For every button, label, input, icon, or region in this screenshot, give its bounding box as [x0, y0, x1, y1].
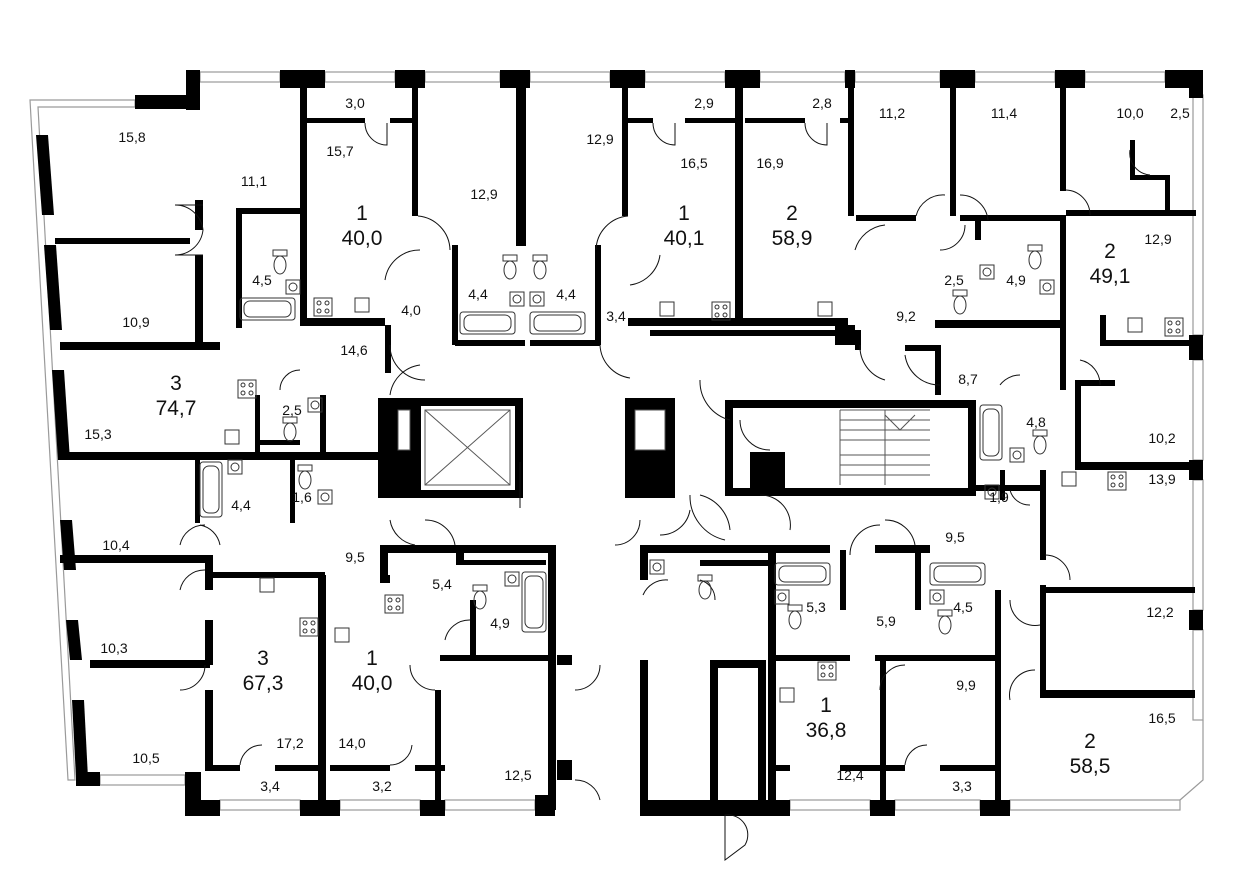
- walls: [36, 70, 1203, 816]
- room-area: 16,5: [680, 155, 707, 171]
- room-area: 1,6: [292, 489, 312, 505]
- apartment-area: 58,5: [1070, 755, 1111, 778]
- room-area: 3,3: [952, 778, 972, 794]
- room-area: 9,5: [345, 549, 365, 565]
- apartment-rooms: 1: [678, 202, 690, 225]
- room-area: 12,9: [586, 131, 613, 147]
- room-area: 10,9: [122, 314, 149, 330]
- apartment-rooms: 1: [820, 694, 832, 717]
- room-area: 3,4: [260, 778, 280, 794]
- room-area: 10,5: [132, 750, 159, 766]
- apartment-area: 49,1: [1090, 265, 1131, 288]
- room-area: 16,5: [1148, 710, 1175, 726]
- fixtures: [199, 244, 1184, 703]
- room-area: 12,5: [504, 767, 531, 783]
- apartment-rooms: 1: [366, 647, 378, 670]
- room-area: 4,4: [231, 497, 251, 513]
- apartment-rooms: 2: [1084, 730, 1096, 753]
- room-area: 4,4: [556, 286, 576, 302]
- room-area: 5,9: [876, 613, 896, 629]
- apartment-area: 40,1: [664, 227, 705, 250]
- apartment-area: 67,3: [243, 672, 284, 695]
- room-area: 4,5: [252, 272, 272, 288]
- door-swings: [174, 122, 1151, 861]
- room-area: 13,9: [1148, 471, 1175, 487]
- room-area: 14,6: [340, 342, 367, 358]
- room-area: 1,9: [989, 489, 1009, 505]
- room-area: 9,9: [956, 677, 976, 693]
- room-area: 9,2: [896, 308, 916, 324]
- room-area: 10,3: [100, 640, 127, 656]
- room-area: 9,5: [945, 529, 965, 545]
- room-area: 3,0: [345, 95, 365, 111]
- apartment-area: 36,8: [806, 719, 847, 742]
- apartment-area: 58,9: [772, 227, 813, 250]
- room-area: 3,2: [372, 778, 392, 794]
- apartment-rooms: 3: [257, 647, 269, 670]
- room-area: 12,4: [836, 767, 863, 783]
- room-area: 3,4: [606, 308, 626, 324]
- room-area: 2,9: [694, 95, 714, 111]
- room-area: 2,5: [282, 402, 302, 418]
- room-area: 4,9: [1006, 272, 1026, 288]
- room-area: 14,0: [338, 735, 365, 751]
- room-area: 10,4: [102, 537, 129, 553]
- room-area: 5,3: [806, 599, 826, 615]
- room-area: 17,2: [276, 735, 303, 751]
- stair-core: [397, 409, 930, 486]
- room-area: 5,4: [432, 576, 452, 592]
- room-area: 15,8: [118, 129, 145, 145]
- room-area: 2,5: [944, 272, 964, 288]
- room-area: 4,4: [468, 286, 488, 302]
- room-area: 11,4: [991, 105, 1017, 121]
- apartment-area: 40,0: [352, 672, 393, 695]
- room-area-labels: 15,8 11,1 3,0 15,7 12,9 12,9 2,9 16,5 2,…: [84, 95, 1190, 794]
- room-area: 11,1: [241, 173, 267, 189]
- apartment-area: 40,0: [342, 227, 383, 250]
- room-area: 12,2: [1146, 604, 1173, 620]
- room-area: 2,8: [812, 95, 832, 111]
- room-area: 12,9: [1144, 231, 1171, 247]
- room-area: 2,5: [1170, 105, 1190, 121]
- room-area: 10,2: [1148, 430, 1175, 446]
- room-area: 15,3: [84, 426, 111, 442]
- apartment-rooms: 1: [356, 202, 368, 225]
- room-area: 4,5: [953, 599, 973, 615]
- room-area: 10,0: [1116, 105, 1143, 121]
- apartment-area: 74,7: [156, 397, 197, 420]
- apartment-rooms: 2: [786, 202, 798, 225]
- apartment-labels: 1 40,0 1 40,1 2 58,9 2 49,1 3 74,7 3 67,…: [156, 202, 1131, 778]
- room-area: 4,0: [401, 302, 421, 318]
- room-area: 15,7: [326, 143, 353, 159]
- apartment-rooms: 3: [170, 372, 182, 395]
- room-area: 8,7: [958, 371, 978, 387]
- room-area: 4,8: [1026, 414, 1046, 430]
- room-area: 11,2: [879, 105, 905, 121]
- room-area: 12,9: [470, 186, 497, 202]
- room-area: 16,9: [756, 155, 783, 171]
- apartment-rooms: 2: [1104, 240, 1116, 263]
- room-area: 4,9: [490, 615, 510, 631]
